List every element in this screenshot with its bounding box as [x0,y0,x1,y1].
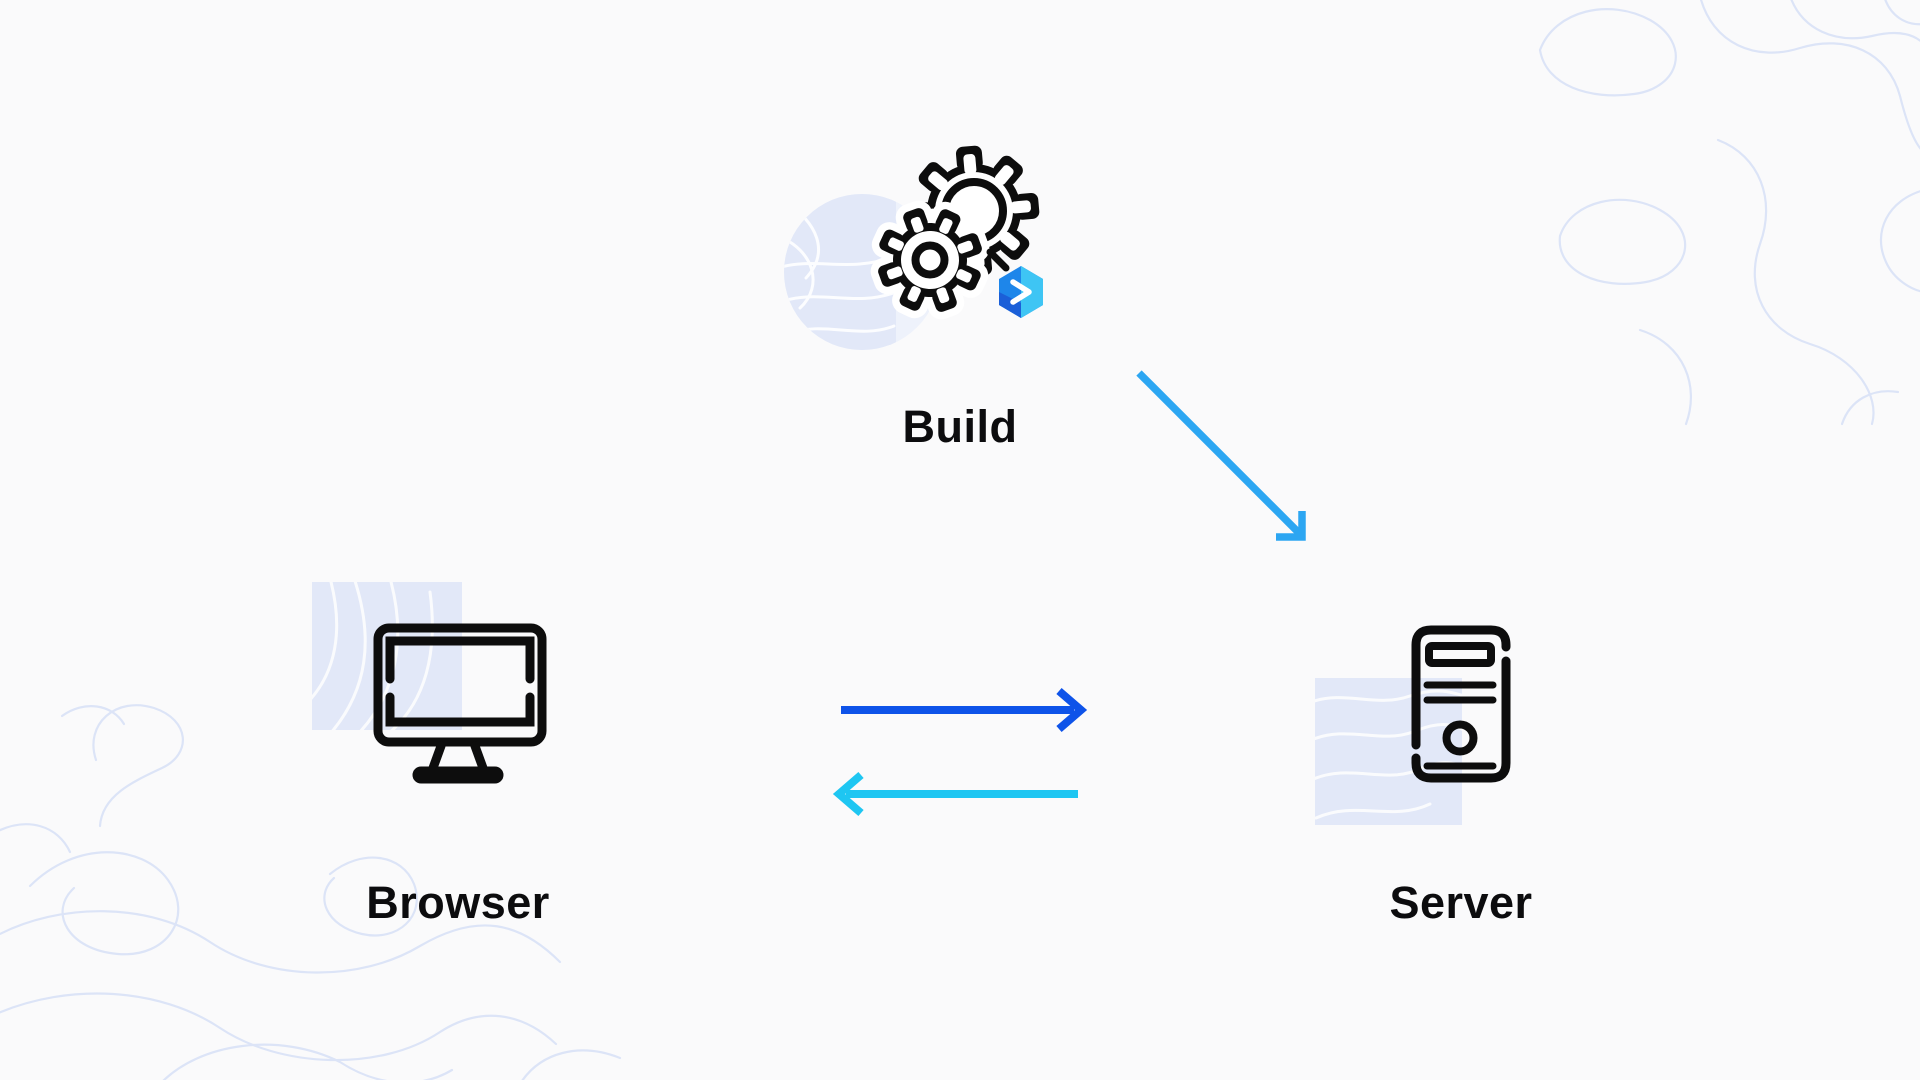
server-tower-icon [1411,625,1511,783]
arrow-build-to-server [1136,370,1306,541]
arrow-diagonal-head [1276,511,1306,541]
arrow-diagonal-icon [1136,370,1303,537]
arrow-browser-to-server [841,687,1088,733]
browser-node-label: Browser [366,877,550,928]
contour-pattern-decoration-top-right [1538,0,1920,426]
server-node-label: Server [1389,877,1533,928]
build-node-label: Build [902,401,1018,452]
blue-cube-chevron-icon [999,266,1043,318]
arrow-server-to-browser [832,771,1078,817]
browser-pattern-square [312,582,462,730]
arrow-left-head [832,771,864,817]
arrow-right-head [1056,687,1088,733]
contour-pattern-decoration-bottom-left [0,704,622,1080]
gears-build-icon [870,138,1047,320]
monitor-icon [373,623,547,784]
